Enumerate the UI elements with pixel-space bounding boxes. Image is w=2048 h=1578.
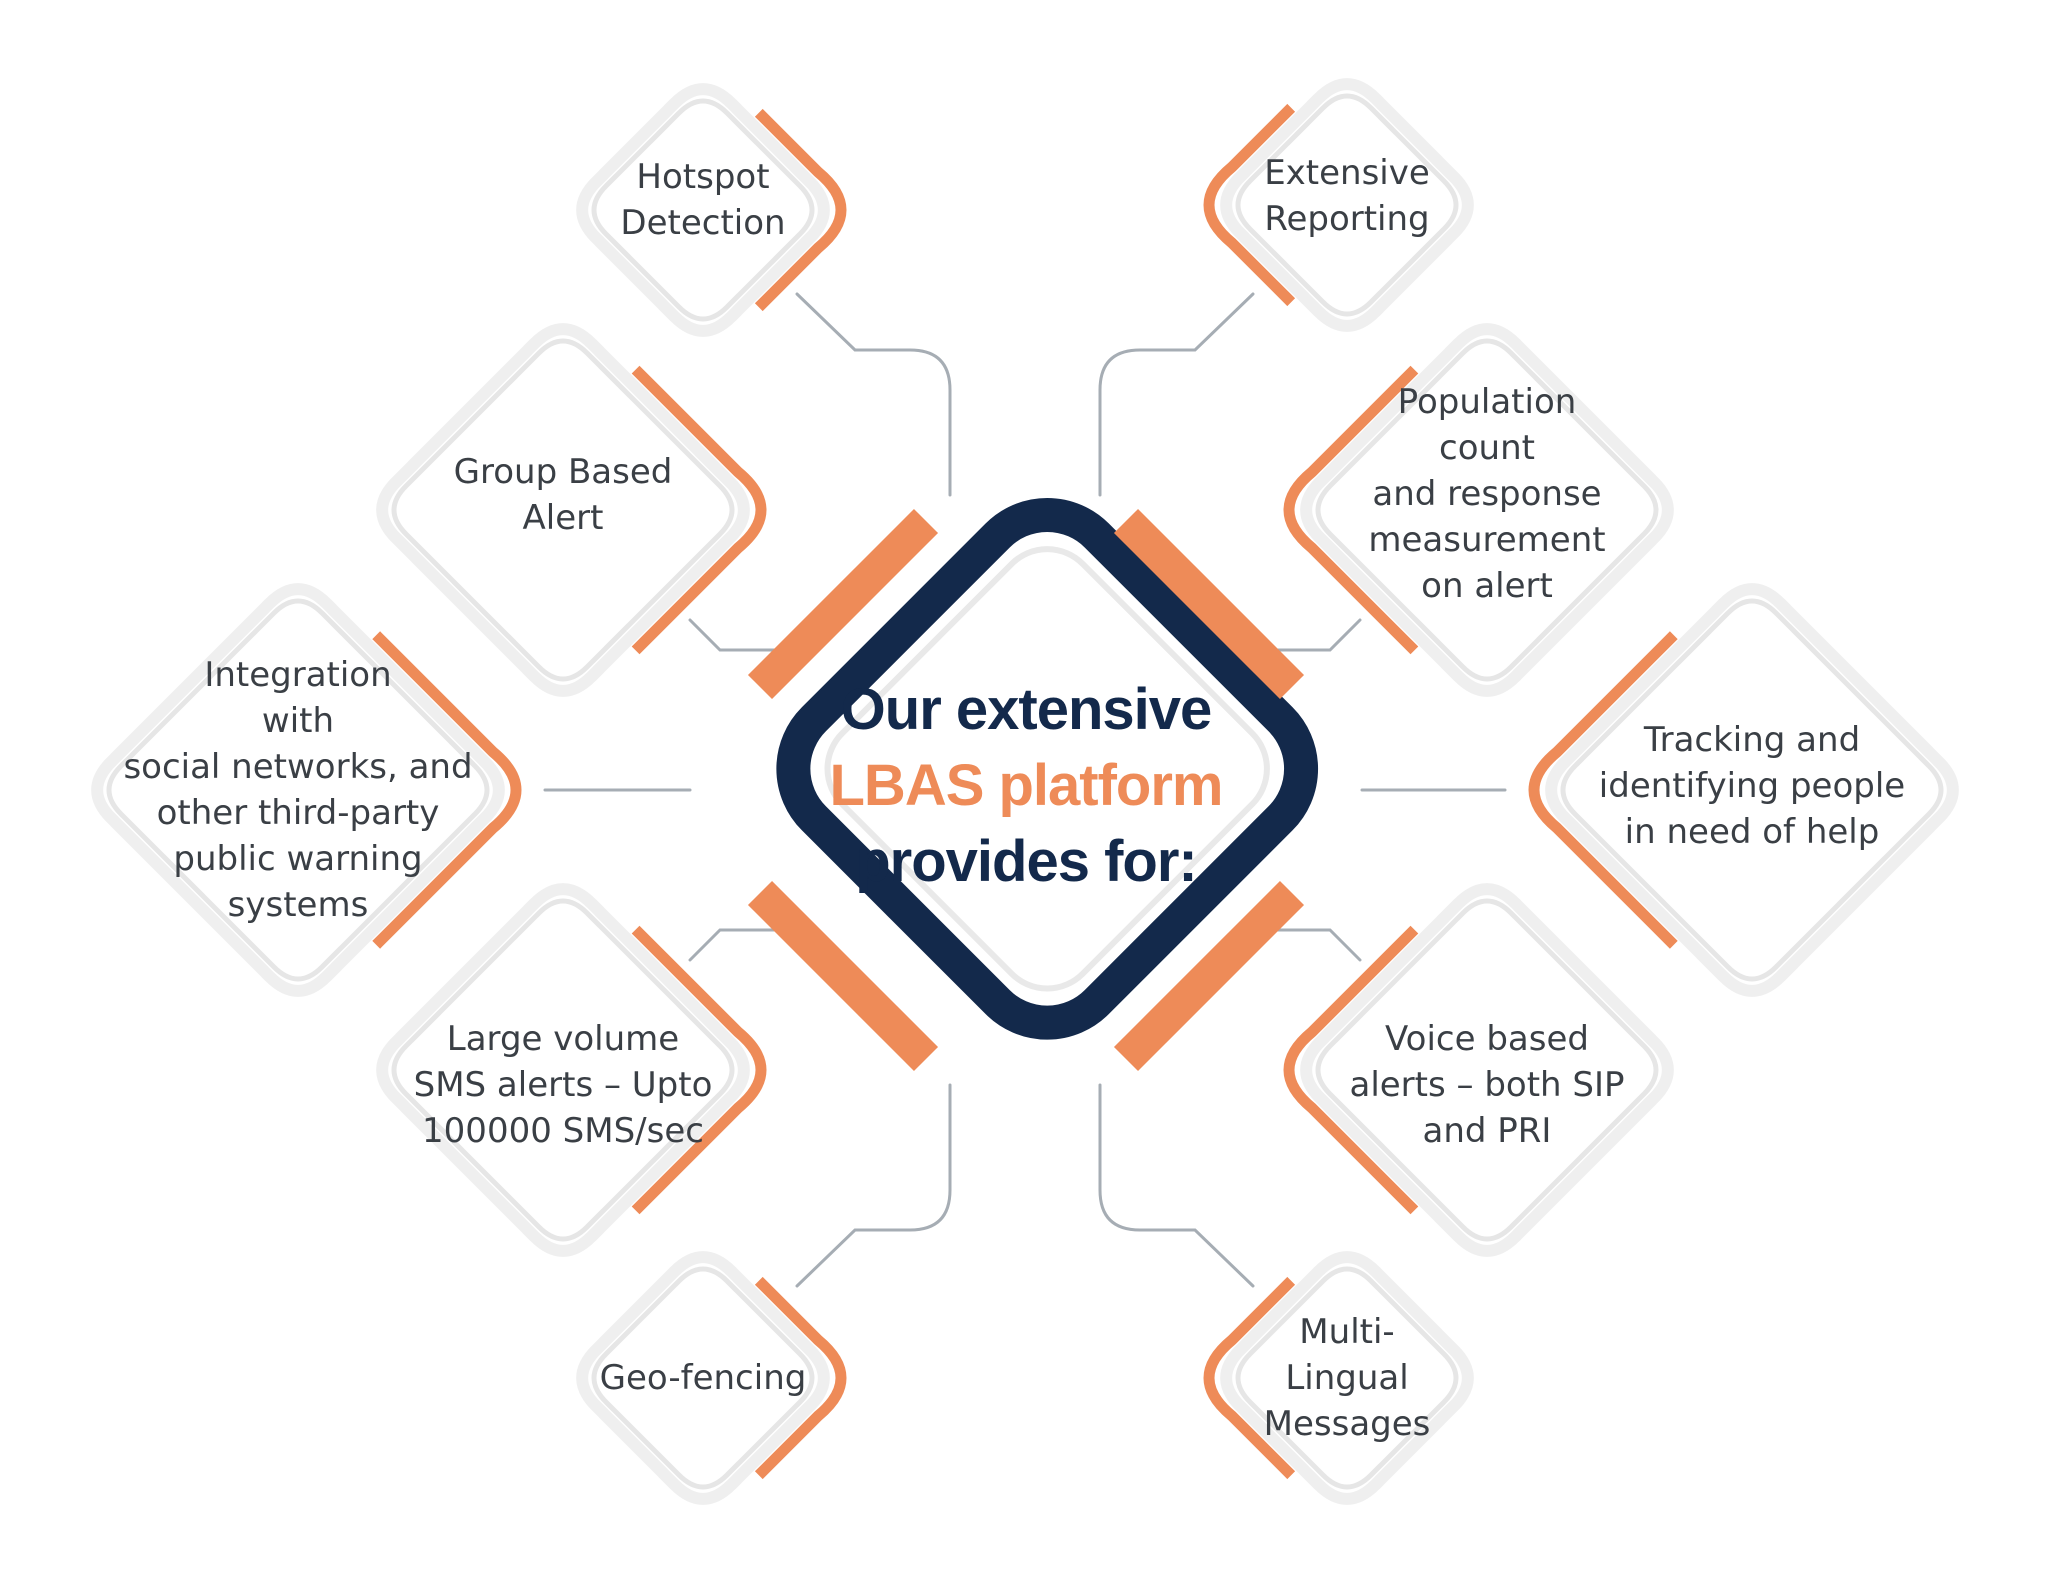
feature-multi-lingual-line: Messages: [1263, 1404, 1431, 1444]
center-diamond-inner: [824, 546, 1270, 992]
center-line-2: LBAS platform: [829, 753, 1224, 818]
center-seg-br: [1113, 880, 1305, 1072]
center-seg-tr: [1113, 508, 1305, 700]
feature-population-count-line: and response: [1372, 474, 1602, 514]
center-line-1: Our extensive: [840, 677, 1213, 742]
accent-geo-fencing: [754, 1276, 847, 1480]
accent-tracking: [1528, 631, 1678, 949]
feature-population-count-line: measurement: [1368, 520, 1606, 560]
feature-tracking: Tracking and identifying people in need of…: [1599, 717, 1905, 855]
feature-tracking-line: in need of help: [1624, 812, 1880, 852]
feature-group-alert-line: Group Based: [453, 452, 673, 492]
feature-extensive-reporting-line: Extensive: [1264, 153, 1430, 193]
center-seg-tl: [747, 508, 939, 700]
connector-lines: [543, 292, 1507, 1288]
accent-hotspot: [754, 108, 847, 312]
feature-sms-alerts-line: 100000 SMS/sec: [422, 1111, 704, 1151]
feature-geo-fencing: Geo-fencing: [600, 1355, 807, 1401]
feature-multi-lingual-line: Lingual: [1285, 1358, 1409, 1398]
tile-inner-population-count: [1315, 338, 1659, 682]
connector-multi: [1098, 1083, 1255, 1288]
connector-voice: [1258, 928, 1362, 962]
connector-geo: [795, 1083, 952, 1288]
feature-voice-alerts-line: and PRI: [1422, 1111, 1552, 1151]
feature-sms-alerts-line: SMS alerts – Upto: [413, 1065, 713, 1105]
feature-integration-line: social networks, and: [123, 747, 473, 787]
tile-inner-hotspot: [591, 98, 815, 322]
connector-hotspot: [795, 292, 952, 497]
center-line-3: provides for:: [855, 829, 1198, 894]
feature-extensive-reporting-line: Reporting: [1264, 199, 1430, 239]
accent-group-alert: [631, 365, 767, 655]
feature-group-alert-line: Alert: [522, 498, 604, 538]
feature-population-count: Population count and response measurement on…: [1368, 379, 1605, 609]
feature-integration-line: systems: [227, 885, 369, 925]
accent-sms-alerts: [631, 925, 767, 1215]
center-title: Our extensive LBAS platform provides for…: [829, 672, 1224, 900]
connector-group-alert: [688, 618, 792, 652]
feature-population-count-line: on alert: [1421, 566, 1553, 606]
accent-multi-lingual: [1203, 1276, 1296, 1480]
tile-inner-multi-lingual: [1235, 1266, 1459, 1490]
connector-population: [1258, 618, 1362, 652]
feature-integration-line: other third-party: [156, 793, 440, 833]
accent-integration: [372, 631, 522, 949]
center-orange-segments: [747, 508, 1305, 1072]
feature-multi-lingual-line: Multi-: [1299, 1312, 1395, 1352]
tile-inner-tracking: [1560, 598, 1944, 982]
feature-tracking-line: identifying people: [1598, 766, 1906, 806]
feature-population-count-line: Population: [1397, 382, 1577, 422]
feature-geo-fencing-line: Geo-fencing: [599, 1358, 807, 1398]
feature-integration-line: Integration: [204, 655, 392, 695]
accent-population-count: [1283, 365, 1419, 655]
tile-inner-extensive-reporting: [1235, 93, 1459, 317]
tile-inner-group-alert: [391, 338, 735, 682]
tile-inner-geo-fencing: [591, 1266, 815, 1490]
feature-voice-alerts: Voice based alerts – both SIP and PRI: [1349, 1016, 1624, 1154]
center-diamond: [747, 497, 1319, 1072]
feature-hotspot-line: Detection: [620, 203, 786, 243]
feature-hotspot-line: Hotspot: [636, 157, 770, 197]
feature-voice-alerts-line: Voice based: [1385, 1019, 1589, 1059]
feature-integration-line: with: [261, 701, 335, 741]
feature-population-count-line: count: [1439, 428, 1535, 468]
tile-inner-integration: [106, 598, 490, 982]
feature-voice-alerts-line: alerts – both SIP: [1349, 1065, 1625, 1105]
accent-voice-alerts: [1283, 925, 1419, 1215]
feature-sms-alerts-line: Large volume: [446, 1019, 680, 1059]
tile-inner-sms-alerts: [391, 898, 735, 1242]
feature-tracking-line: Tracking and: [1643, 720, 1861, 760]
accent-extensive-reporting: [1203, 103, 1296, 307]
connector-sms: [688, 928, 792, 962]
feature-integration-line: public warning: [173, 839, 423, 879]
tile-inner-voice-alerts: [1315, 898, 1659, 1242]
feature-integration: Integration with social networks, and other…: [123, 652, 472, 928]
connector-extensive-reporting: [1098, 292, 1255, 497]
center-seg-bl: [747, 880, 939, 1072]
